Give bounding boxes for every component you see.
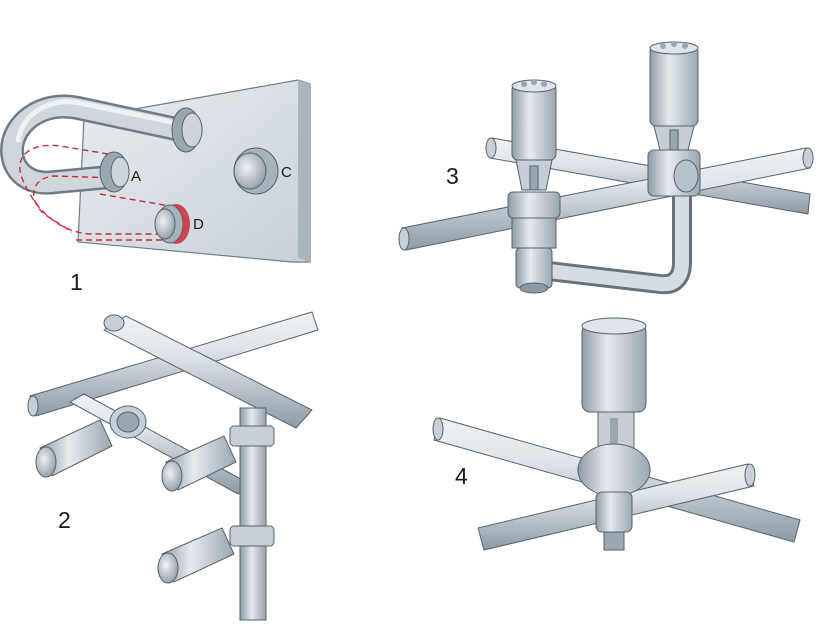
- pipe-cross-2: [102, 314, 313, 429]
- valve-left-3: [507, 79, 561, 294]
- panel-number-3: 3: [446, 163, 459, 189]
- valve-4: [577, 317, 651, 551]
- port-label-c: C: [281, 164, 292, 181]
- panel-number-2: 2: [58, 507, 71, 533]
- panel-number-1: 1: [70, 269, 83, 295]
- coupling-vertical-lower-2: [229, 525, 275, 547]
- port-b-fitting: [171, 107, 203, 153]
- panel-number-4: 4: [455, 463, 468, 489]
- port-label-a: A: [131, 168, 141, 185]
- actuator-lower-2: [157, 527, 235, 584]
- wall-plate-edge: [298, 80, 310, 262]
- panel-3-double-valve: 3: [398, 41, 814, 295]
- coupling-vertical-upper-2: [229, 425, 275, 447]
- alternate-route-dashed: [19, 144, 166, 235]
- coupling-upper-2: [109, 405, 147, 439]
- port-c-fitting: [233, 147, 279, 195]
- panel-2-pipe-cluster: 2: [27, 311, 319, 621]
- port-d-fitting: [154, 204, 190, 244]
- panel-1-wall-plate: A C D 1: [0, 79, 311, 295]
- actuator-middle-2: [161, 435, 237, 492]
- port-label-d: D: [193, 216, 204, 233]
- valve-right-3: [647, 41, 701, 197]
- panel-4-mixproof-valve: 4: [432, 317, 801, 551]
- port-a-fitting: [99, 151, 130, 193]
- actuator-left-2: [35, 419, 113, 478]
